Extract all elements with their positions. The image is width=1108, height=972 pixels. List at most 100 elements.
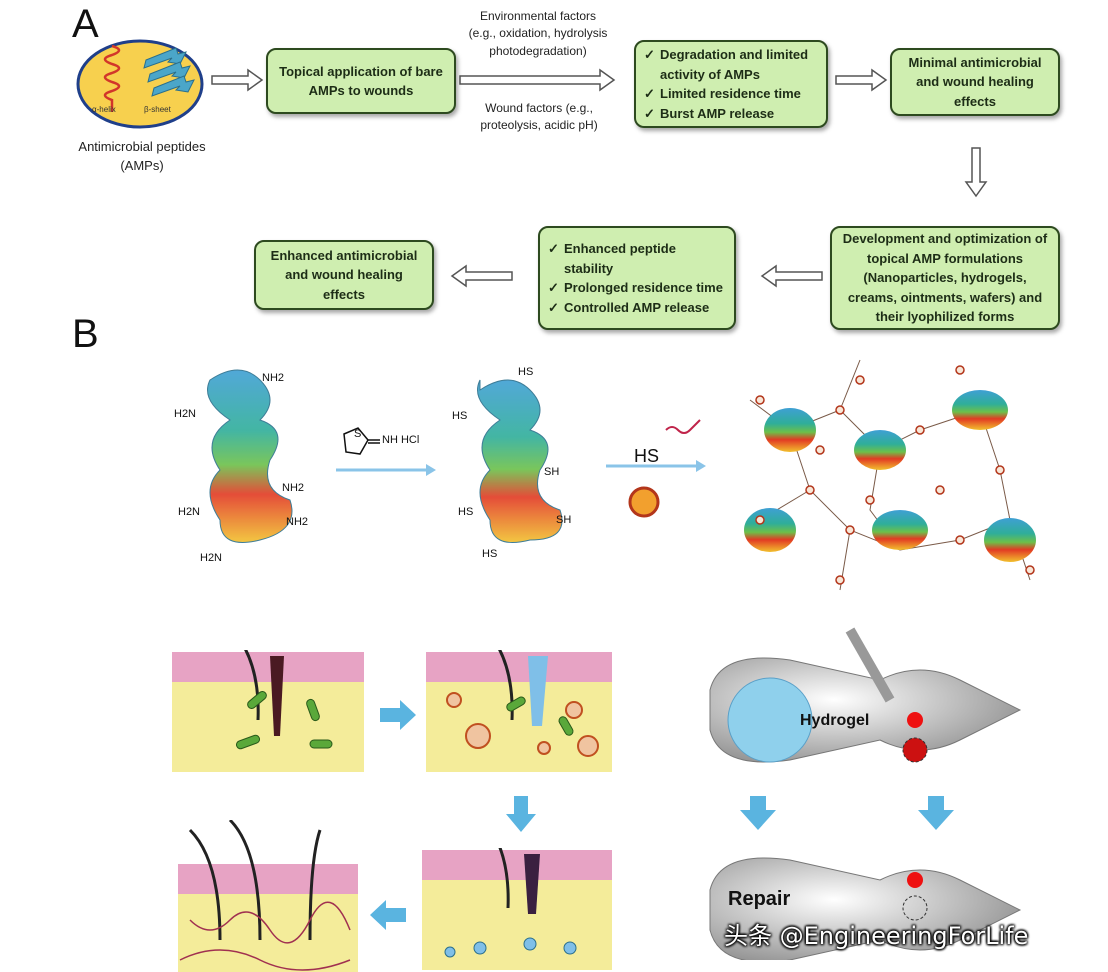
amine-label-2: H2N [174,408,197,420]
thiol-label-1: HS [518,366,534,378]
amp-caption-line2: (AMPs) [120,157,164,173]
protein-thiolated-illustration [477,379,563,543]
amp-caption-line1: Antimicrobial peptides [78,139,206,154]
amine-label-6: H2N [200,552,223,564]
thiol-label-3: SH [544,466,560,478]
arrow-right-1 [211,68,264,92]
amine-label-1: NH2 [262,372,285,384]
arrow-left-1 [760,264,823,288]
hydrogel-zoom-circle [727,677,813,763]
skin-wound-treated [426,650,612,772]
protein-nodes [744,390,1036,562]
nanoparticle-nodes [755,365,1035,585]
alpha-helix-label: α-helix [92,105,116,114]
box-problems: Degradation and limited activity of AMPs… [634,40,828,128]
benefit-item: Enhanced peptide stability [548,239,726,278]
wound-factors-line2: proteolysis, acidic pH) [480,118,598,133]
box-minimal-effects: Minimal antimicrobial and wound healing … [890,48,1060,116]
syringe-icon [845,627,895,703]
traut-reagent-illustration [336,427,436,476]
amp-illustration: α-helix β-sheet [76,39,204,129]
peptide-chain-icon [665,419,701,434]
wound-closing [524,854,540,914]
beta-sheet-label: β-sheet [144,105,172,114]
skin-wound-infected [172,650,364,772]
nanoparticle-icon [628,486,660,518]
process-arrow-down [918,796,954,830]
box-enhanced-effects: Enhanced antimicrobial and wound healing… [254,240,434,310]
protein-ribbon-shape [207,369,293,543]
wound-factors-line1: Wound factors (e.g., [485,101,593,115]
hydrogel-fill [528,656,548,726]
env-factors-line2: (e.g., oxidation, hydrolysis [468,26,608,41]
bacteria-group [235,691,333,750]
benefit-item: Controlled AMP release [548,298,726,318]
epidermis-layer [172,652,364,682]
process-arrow-down [506,796,536,832]
mouse-top [709,627,1022,763]
panel-label-a: A [72,2,99,46]
hs-reagent-illustration [606,419,706,518]
blood-vessels [179,901,351,971]
benefit-item: Prolonged residence time [548,278,726,298]
box-topical-application: Topical application of bare AMPs to woun… [266,48,456,114]
epidermis-layer [426,652,612,682]
wound-factors-note: Wound factors (e.g., proteolysis, acidic… [454,100,624,135]
alpha-helix-icon [103,44,121,112]
mouse-bottom [709,857,1022,960]
dermis-layer [172,682,364,772]
benefits-list: Enhanced peptide stability Prolonged res… [548,239,726,317]
wound-gap [270,656,284,736]
hair-follicle [244,650,260,721]
thiol-label-6: HS [482,548,498,560]
problems-list: Degradation and limited activity of AMPs… [644,45,818,123]
watermark-text: 头条 @EngineeringForLife [724,922,1029,950]
arrow-right-2 [459,68,616,92]
skin-wound-healing [422,848,612,970]
amine-label-5: NH2 [286,516,309,528]
arrow-right-3 [835,68,888,92]
hair-follicle [498,848,510,909]
thiol-label-4: HS [458,506,474,518]
reagent-label: NH HCl [382,434,420,446]
arrow-down-1 [964,147,988,198]
hair-follicles [188,820,322,941]
reaction-arrow-head [426,464,436,476]
epidermis-layer [178,864,358,894]
amine-label-3: NH2 [282,482,305,494]
dermis-layer [178,894,358,972]
process-arrow-down [740,796,776,830]
amp-caption: Antimicrobial peptides (AMPs) [52,138,232,176]
skin-healed [178,820,358,972]
hydrogel-label: Hydrogel [800,712,870,729]
reaction-arrow-head [696,460,706,472]
hydrogel-fragments [444,937,577,958]
reagent-sulfur-label: S [354,428,362,440]
bacteria-group [506,696,574,736]
repair-label: Repair [728,888,791,910]
epidermis-layer [422,850,612,880]
mouse-model-illustration [709,627,1022,960]
process-arrow-left [370,900,406,930]
amine-label-4: H2N [178,506,201,518]
ring-structure [343,427,369,455]
box-benefits: Enhanced peptide stability Prolonged res… [538,226,736,330]
problem-item: Burst AMP release [644,104,818,124]
arrow-left-2 [450,264,513,288]
hs-reagent-label: HS [634,446,660,466]
thiol-label-2: HS [452,410,468,422]
env-factors-line1: Environmental factors [479,9,597,23]
box-development: Development and optimization of topical … [830,226,1060,330]
protein-ribbon-shape [477,379,563,543]
nanoparticle-group [446,692,599,757]
environmental-factors-note: Environmental factors (e.g., oxidation, … [448,8,628,60]
protein-native-illustration [207,369,293,543]
problem-item: Degradation and limited activity of AMPs [644,45,818,84]
thiol-label-5: SH [556,514,572,526]
hydrogel-network-illustration [744,359,1036,591]
process-arrow-right [380,700,416,730]
beta-sheet-icon [143,47,195,97]
problem-item: Limited residence time [644,84,818,104]
env-factors-line3: photodegradation) [489,43,587,58]
panel-label-b: B [72,312,99,356]
